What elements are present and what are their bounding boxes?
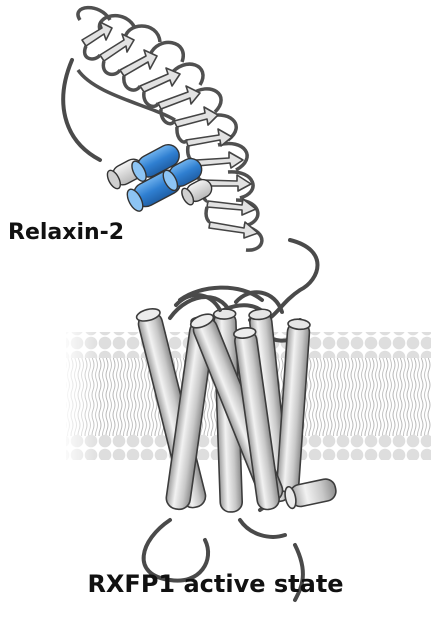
relaxin-2-ligand: [105, 141, 215, 214]
diagram-caption: RXFP1 active state: [0, 570, 431, 598]
lrr-domain: [78, 8, 262, 251]
relaxin-2-label: Relaxin-2: [8, 220, 124, 245]
